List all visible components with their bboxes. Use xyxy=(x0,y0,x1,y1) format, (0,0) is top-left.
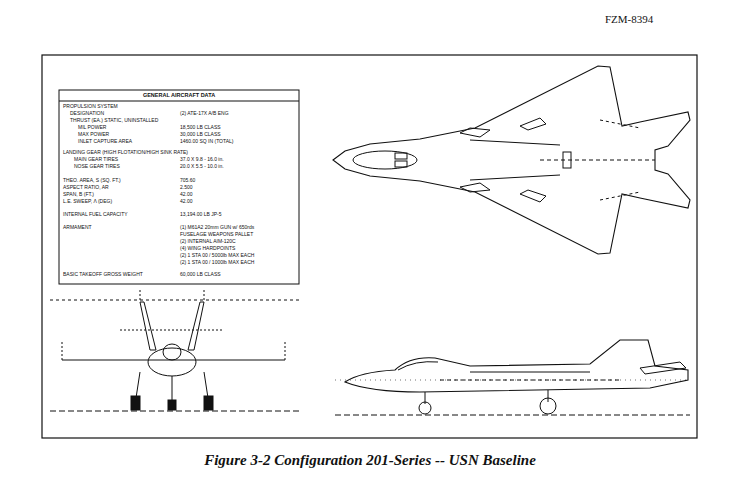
table-cell: THEO. AREA, S (SQ. FT.) xyxy=(63,178,121,183)
table-cell: 60,000 LB CLASS xyxy=(180,272,221,277)
figure-caption: Figure 3-2 Configuration 201-Series -- U… xyxy=(204,453,536,468)
table-cell: 18,500 LB CLASS xyxy=(180,125,221,130)
table-cell: (2) 1 STA 00 / 1000lb MAX EACH xyxy=(180,260,254,265)
table-cell: BASIC TAKEOFF GROSS WEIGHT xyxy=(63,272,143,277)
table-cell: L.E. SWEEP, Λ (DEG) xyxy=(63,199,112,204)
table-cell: INTERNAL FUEL CAPACITY xyxy=(63,212,128,217)
table-cell: MAX POWER xyxy=(78,132,109,137)
table-cell: FUSELAGE WEAPONS PALLET xyxy=(180,232,253,237)
table-cell: THRUST (EA.) STATIC, UNINSTALLED xyxy=(70,118,158,123)
table-cell: 2.500 xyxy=(180,185,193,190)
table-cell: SPAN, B (FT.) xyxy=(63,192,94,197)
document-number: FZM-8394 xyxy=(605,14,653,25)
table-cell: (1) M61A2 20mm GUN w/ 650rds xyxy=(180,225,254,230)
table-cell: (2) 1 STA 00 / 5000lb MAX EACH xyxy=(180,253,254,258)
table-cell: MAIN GEAR TIRES xyxy=(74,157,118,162)
table-cell: 13,194.00 LB JP-5 xyxy=(180,212,221,217)
table-cell: 42.00 xyxy=(180,192,193,197)
table-cell: INLET CAPTURE AREA xyxy=(78,139,132,144)
table-cell: MIL POWER xyxy=(78,125,106,130)
table-cell: (2) INTERNAL AIM-120C xyxy=(180,239,236,244)
table-cell: 37.0 X 9.8 - 16.0 in. xyxy=(180,157,224,162)
table-cell: (2) ATE-17X A/B ENG xyxy=(180,111,229,116)
table-cell: 20.0 X 5.5 - 10.0 in. xyxy=(180,164,224,169)
table-cell: 705.60 xyxy=(180,178,195,183)
table-cell: 42.00 xyxy=(180,199,193,204)
table-cell: ARMAMENT xyxy=(63,225,92,230)
table-cell: ASPECT RATIO, AR xyxy=(63,185,109,190)
table-cell: NOSE GEAR TIRES xyxy=(74,164,120,169)
table-cell: GENERAL AIRCRAFT DATA xyxy=(143,93,215,99)
table-cell: 30,000 LB CLASS xyxy=(180,132,221,137)
table-cell: PROPULSION SYSTEM xyxy=(63,104,118,109)
table-cell: LANDING GEAR (HIGH FLOTATION/HIGH SINK R… xyxy=(63,150,188,155)
table-cell: 1460.00 SQ IN (TOTAL) xyxy=(180,139,233,144)
table-cell: DESIGNATION xyxy=(70,111,104,116)
table-cell: (4) WING HARDPOINTS xyxy=(180,246,235,251)
